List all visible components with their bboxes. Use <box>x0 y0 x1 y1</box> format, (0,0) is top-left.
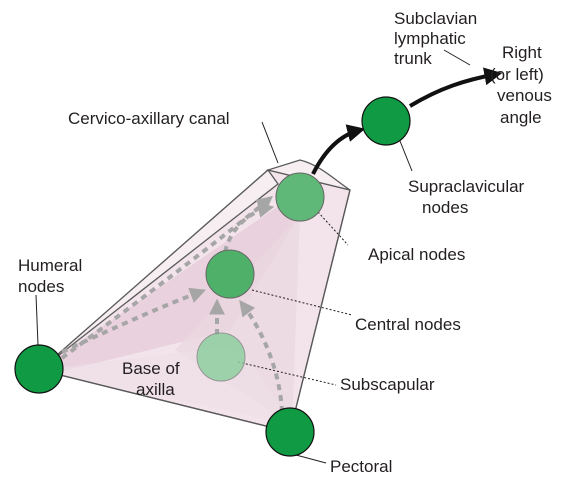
lymph-nodes <box>14 96 411 457</box>
pyramid-left-face <box>39 169 279 371</box>
venous-angle-label: Right (or left) venous angle <box>490 43 557 127</box>
apical-to-supraclavicular-arrow <box>311 124 366 175</box>
base-of-axilla-label: Base of axilla <box>122 359 184 399</box>
humeral-to-apical-arrow <box>60 195 273 360</box>
trunk-to-venous-angle-arrow <box>408 67 503 108</box>
cervico-axillary-canal-label: Cervico-axillary canal <box>68 109 230 128</box>
internal-flow-arrows <box>60 195 284 413</box>
pectoral-node <box>265 407 315 457</box>
leader-lines <box>35 49 471 464</box>
subclavian-trunk-label: Subclavian lymphatic trunk <box>394 9 482 68</box>
pyramid-lower-shade <box>175 215 300 425</box>
apical-nodes-label: Apical nodes <box>368 245 465 264</box>
subscapular-label: Subscapular <box>340 375 435 394</box>
pectoral-to-central-arrow <box>239 299 284 413</box>
efferent-flow-arrows <box>311 67 503 175</box>
apical-node <box>275 172 325 222</box>
central-node <box>205 249 255 299</box>
humeral-to-central-arrow <box>61 287 206 354</box>
humeral-nodes-label: Humeral nodes <box>18 256 87 296</box>
central-to-apical-arrow <box>223 202 275 253</box>
humeral-node <box>14 344 64 394</box>
pectoral-label: Pectoral <box>330 457 392 476</box>
central-nodes-label: Central nodes <box>355 315 461 334</box>
subscapular-node <box>196 332 246 382</box>
labels: Subclavian lymphatic trunk Right (or lef… <box>18 9 557 476</box>
supraclavicular-node <box>361 96 411 146</box>
supraclavicular-label: Supraclavicular nodes <box>408 177 529 217</box>
